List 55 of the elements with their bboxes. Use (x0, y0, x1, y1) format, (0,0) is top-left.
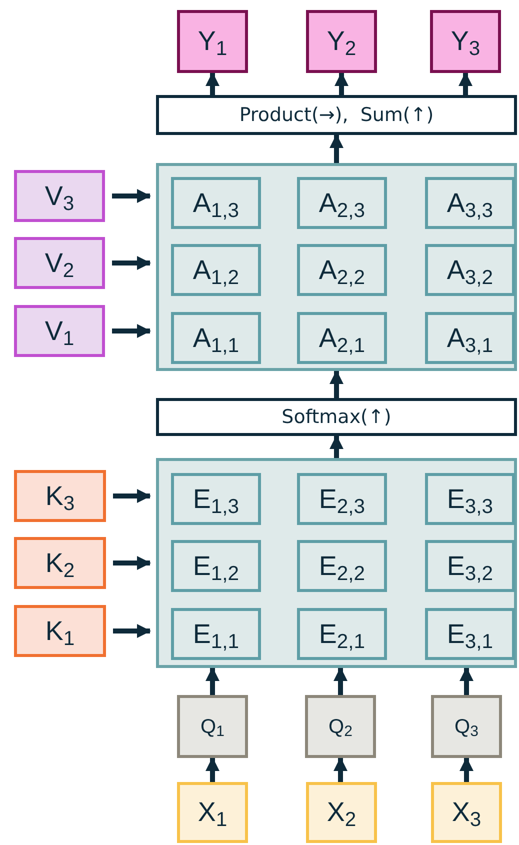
score-cell: E$_{1,1}$ (171, 608, 261, 660)
score-cell: E$_{1,3}$ (171, 473, 261, 525)
key-box: K$_{3}$ (14, 470, 106, 522)
value-box: V$_{1}$ (14, 305, 105, 357)
score-cell: E$_{2,3}$ (297, 473, 387, 525)
weight-cell: A$_{1,3}$ (171, 177, 261, 229)
arrow (112, 324, 151, 338)
arrow (112, 189, 151, 203)
input-box: X$_{2}$ (306, 782, 377, 843)
score-panel (156, 458, 517, 668)
arrow (330, 370, 344, 398)
weight-cell: A$_{3,2}$ (425, 244, 515, 296)
arrow (334, 667, 348, 695)
operation-box: Softmax(↑) (156, 398, 517, 436)
arrow (206, 72, 220, 95)
arrow (458, 72, 472, 95)
weight-cell: A$_{1,2}$ (171, 244, 261, 296)
score-cell: E$_{2,2}$ (297, 540, 387, 592)
attention-panel (156, 163, 517, 371)
arrow (206, 757, 220, 782)
value-box: V$_{2}$ (14, 237, 105, 289)
score-cell: E$_{3,2}$ (425, 540, 515, 592)
arrow (460, 667, 474, 695)
input-box: X$_{3}$ (431, 782, 502, 843)
output-box: Y$_{3}$ (430, 10, 501, 73)
weight-cell: A$_{2,3}$ (297, 177, 387, 229)
weight-cell: A$_{2,1}$ (297, 312, 387, 364)
operation-box: Product(→), Sum(↑) (156, 95, 517, 135)
arrow (113, 624, 151, 638)
score-cell: E$_{3,1}$ (425, 608, 515, 660)
weight-cell: A$_{2,2}$ (297, 244, 387, 296)
weight-cell: A$_{3,3}$ (425, 177, 515, 229)
score-cell: E$_{1,2}$ (171, 540, 261, 592)
input-box: X$_{1}$ (177, 782, 248, 843)
score-cell: E$_{3,3}$ (425, 473, 515, 525)
arrow (113, 556, 151, 570)
weight-cell: A$_{3,1}$ (425, 312, 515, 364)
output-box: Y$_{2}$ (306, 10, 377, 73)
key-box: K$_{1}$ (14, 605, 106, 657)
key-box: K$_{2}$ (14, 537, 106, 589)
arrow (330, 134, 344, 163)
output-box: Y$_{1}$ (177, 10, 248, 73)
arrow (112, 256, 151, 270)
value-box: V$_{3}$ (14, 170, 105, 222)
query-box: Q$_{2}$ (305, 695, 376, 758)
arrow (206, 667, 220, 695)
score-cell: E$_{2,1}$ (297, 608, 387, 660)
query-box: Q$_{3}$ (431, 695, 502, 758)
arrow (330, 435, 344, 458)
arrow (334, 757, 348, 782)
arrow (460, 757, 474, 782)
arrow (334, 72, 348, 95)
arrow (113, 489, 151, 503)
weight-cell: A$_{1,1}$ (171, 312, 261, 364)
query-box: Q$_{1}$ (177, 695, 248, 758)
